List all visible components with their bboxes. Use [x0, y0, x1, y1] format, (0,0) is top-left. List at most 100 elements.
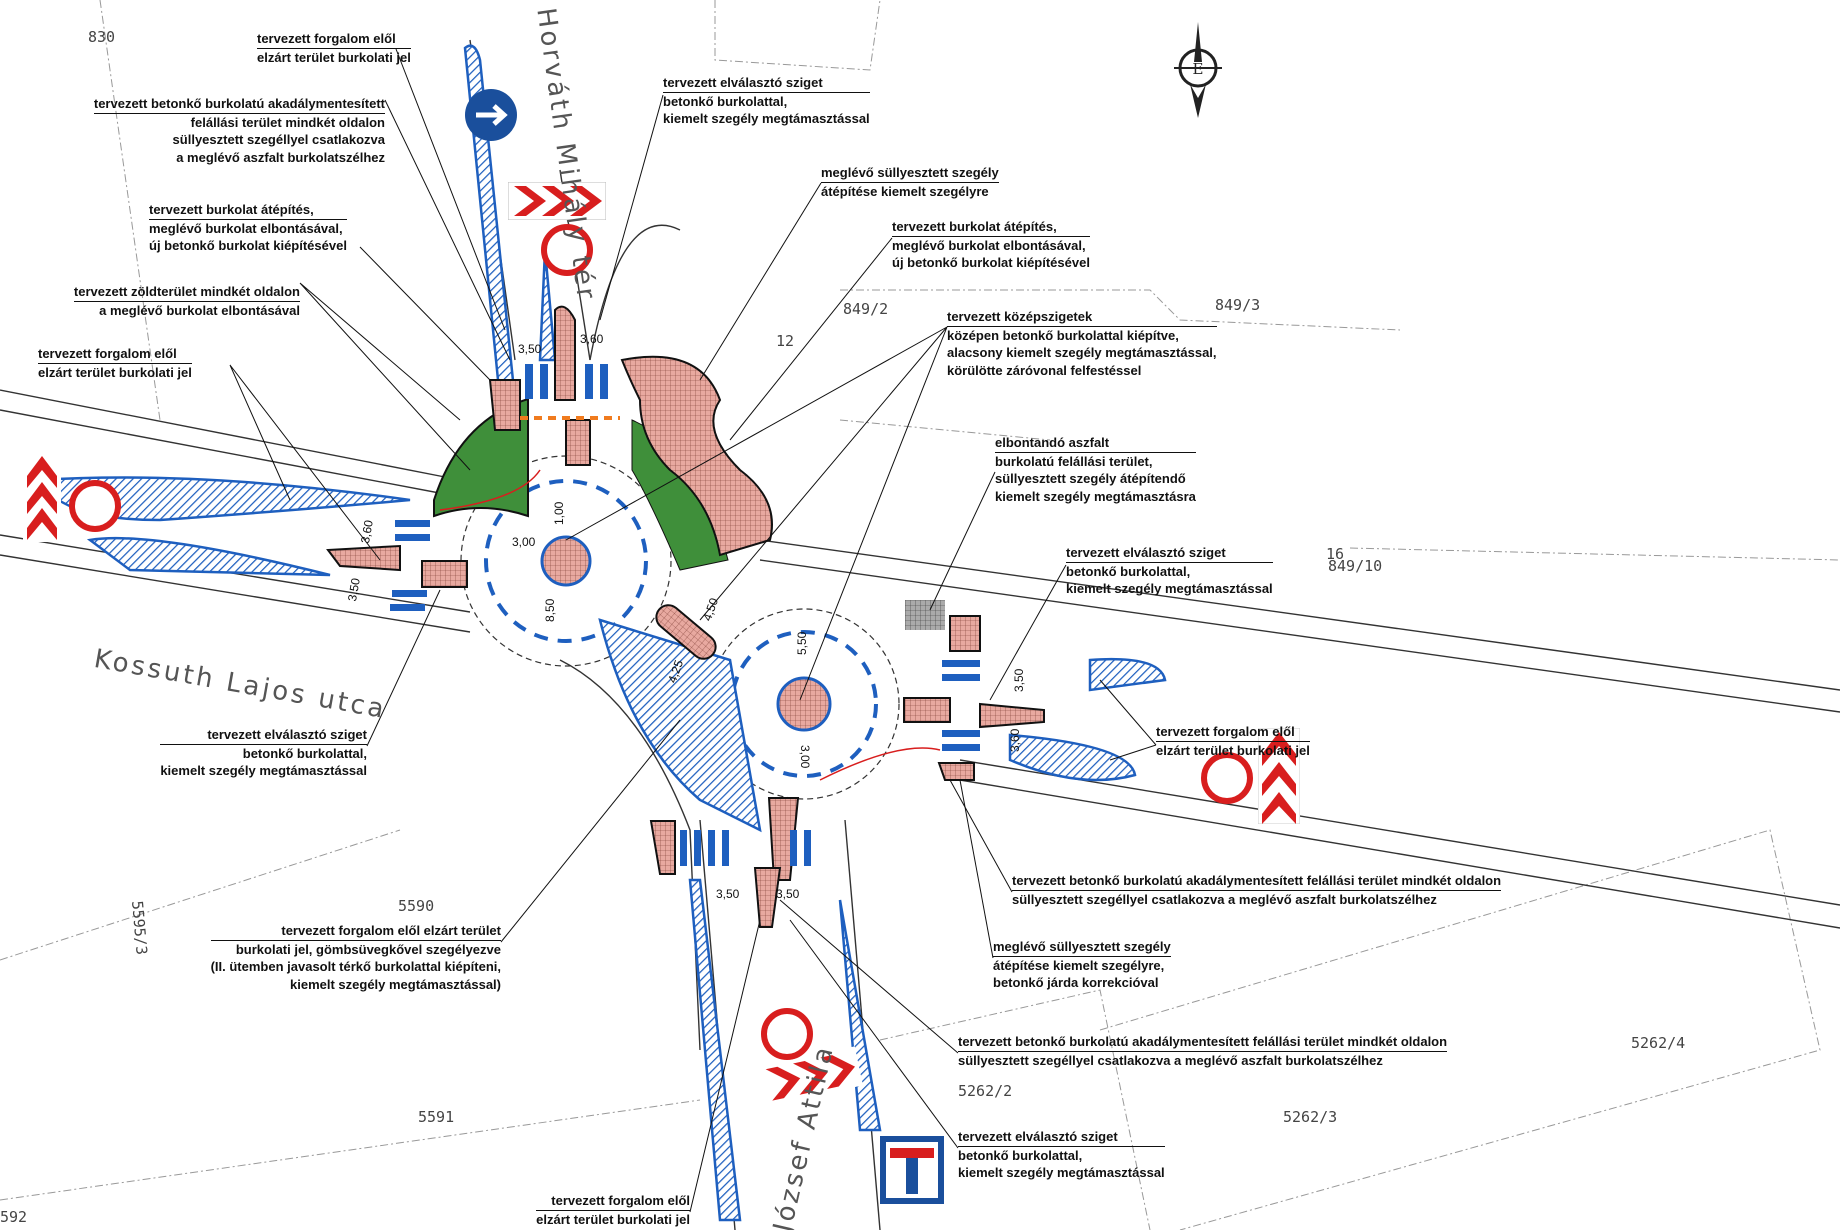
annotation-line: tervezett forgalom elől	[1156, 723, 1310, 742]
removed-asphalt-area	[905, 600, 945, 630]
dimension-label: 5,50	[795, 631, 809, 655]
annotation-line: a meglévő aszfalt burkolatszélhez	[176, 149, 385, 165]
parcel-number: 5262/3	[1283, 1108, 1338, 1126]
annotation-line: tervezett forgalom elől	[257, 30, 411, 49]
annotation-line: tervezett burkolat átépítés,	[149, 201, 347, 220]
dimension-label: 3,50	[716, 887, 740, 901]
annotation-line: meglévő süllyesztett szegély	[993, 938, 1171, 957]
annotation-line: betonkő burkolattal,	[1066, 563, 1191, 579]
parcel-number: 830	[88, 28, 116, 46]
annotation-line: tervezett betonkő burkolatú akadálymente…	[958, 1033, 1448, 1052]
parcel-number: 849/3	[1215, 296, 1261, 314]
north-arrow-icon: É	[1172, 22, 1224, 123]
chevron-sign-north-icon	[507, 181, 607, 225]
dimension-label: 3,50	[1012, 668, 1026, 692]
parcel-number: 849/2	[843, 300, 889, 318]
annotation-accessible-area-east: tervezett betonkő burkolatú akadálymente…	[1012, 872, 1502, 908]
parcel-number: 5591	[418, 1108, 455, 1126]
annotation-line: tervezett betonkő burkolatú akadálymente…	[1012, 872, 1502, 891]
annotation-line: burkolati jel, gömbsüvegkővel szegélyezv…	[235, 941, 501, 957]
splitter-islands	[326, 305, 1045, 928]
annotation-line: tervezett középszigetek	[947, 308, 1217, 327]
chevron-sign-south-icon	[758, 1046, 864, 1106]
roundabout-2	[708, 608, 900, 800]
keep-right-sign-icon	[464, 88, 518, 147]
parcel-number: 5590	[398, 897, 435, 915]
annotation-line: új betonkő burkolat kiépítésével	[149, 238, 347, 253]
parcel-number: 5262/4	[1631, 1034, 1686, 1052]
annotation-line: tervezett burkolat átépítés,	[892, 218, 1090, 237]
crosswalk-north	[525, 364, 608, 399]
annotation-line: kiemelt szegély megtámasztással	[1066, 581, 1273, 596]
no-vehicles-sign-west-icon	[68, 479, 122, 538]
annotation-line: tervezett elválasztó sziget	[663, 74, 870, 93]
leader-lines	[229, 48, 1157, 1213]
parcel-number: 849/10	[1328, 557, 1383, 575]
annotation-line: kiemelt szegély megtámasztással	[663, 111, 870, 126]
annotation-line: betonkő burkolattal,	[663, 93, 788, 109]
no-vehicles-sign-east-icon	[1200, 751, 1254, 810]
annotation-line: tervezett elválasztó sziget	[1066, 544, 1273, 563]
annotation-line: tervezett betonkő burkolatú akadálymente…	[93, 95, 385, 114]
annotation-line: tervezett forgalom elől	[38, 345, 192, 364]
annotation-line: süllyesztett szegéllyel csatlakozva a me…	[1012, 891, 1437, 907]
dimension-label: 1,00	[552, 501, 566, 525]
parcel-number: 592	[0, 1208, 28, 1226]
dead-end-sign-icon	[880, 1136, 944, 1209]
annotation-pavement-rebuild-ne: tervezett burkolat átépítés,meglévő burk…	[892, 218, 1090, 272]
chevron-sign-west-icon	[23, 452, 61, 547]
dimension-label: 3,60	[1008, 728, 1022, 752]
annotation-line: burkolatú felállási terület,	[995, 453, 1153, 469]
annotation-line: tervezett elválasztó sziget	[958, 1128, 1165, 1147]
annotation-line: tervezett elválasztó sziget	[160, 726, 367, 745]
annotation-line: elzárt terület burkolati jel	[1156, 742, 1310, 758]
no-vehicles-sign-north-icon	[540, 223, 594, 282]
annotation-line: tervezett zöldterület mindkét oldalon	[73, 283, 300, 302]
annotation-line: meglévő süllyesztett szegély	[821, 164, 999, 183]
chevron-sign-east-icon	[1257, 727, 1301, 829]
crosswalk-south	[680, 830, 811, 866]
annotation-accessible-area-nw: tervezett betonkő burkolatú akadálymente…	[93, 95, 385, 166]
annotation-line: középen betonkő burkolattal kiépítve,	[947, 327, 1179, 343]
parcel-number: 12	[776, 332, 795, 350]
dimension-label: 3,00	[798, 745, 812, 769]
annotation-line: felállási terület mindkét oldalon	[190, 114, 385, 130]
annotation-line: süllyesztett szegéllyel csatlakozva	[172, 132, 385, 147]
annotation-line: új betonkő burkolat kiépítésével	[892, 255, 1090, 270]
parcel-number: 5262/2	[958, 1082, 1013, 1100]
crosswalks	[390, 364, 980, 866]
annotation-line: meglévő burkolat elbontásával,	[892, 237, 1086, 253]
annotation-line: tervezett forgalom elől elzárt terület	[210, 922, 501, 941]
parcel-number: 16	[1326, 545, 1345, 563]
annotation-line: elzárt terület burkolati jel	[536, 1211, 690, 1227]
annotation-line: betonkő burkolattal,	[242, 745, 367, 761]
central-island-2	[776, 676, 832, 732]
dimension-label: 3,50	[518, 342, 542, 356]
annotation-line: elzárt terület burkolati jel	[257, 49, 411, 65]
annotation-line: (II. ütemben javasolt térkő burkolattal …	[210, 959, 501, 974]
annotation-line: elbontandó aszfalt	[995, 434, 1196, 453]
compass-letter: É	[1193, 60, 1204, 78]
annotation-line: meglévő burkolat elbontásával,	[149, 220, 343, 236]
dimension-label: 3,60	[580, 332, 604, 346]
annotation-line: a meglévő burkolat elbontásával	[99, 302, 300, 318]
crosswalk-west	[390, 520, 430, 611]
crosswalk-east	[942, 660, 980, 751]
annotation-accessible-area-south: tervezett betonkő burkolatú akadálymente…	[958, 1033, 1448, 1069]
annotation-line: átépítése kiemelt szegélyre,	[993, 957, 1165, 973]
